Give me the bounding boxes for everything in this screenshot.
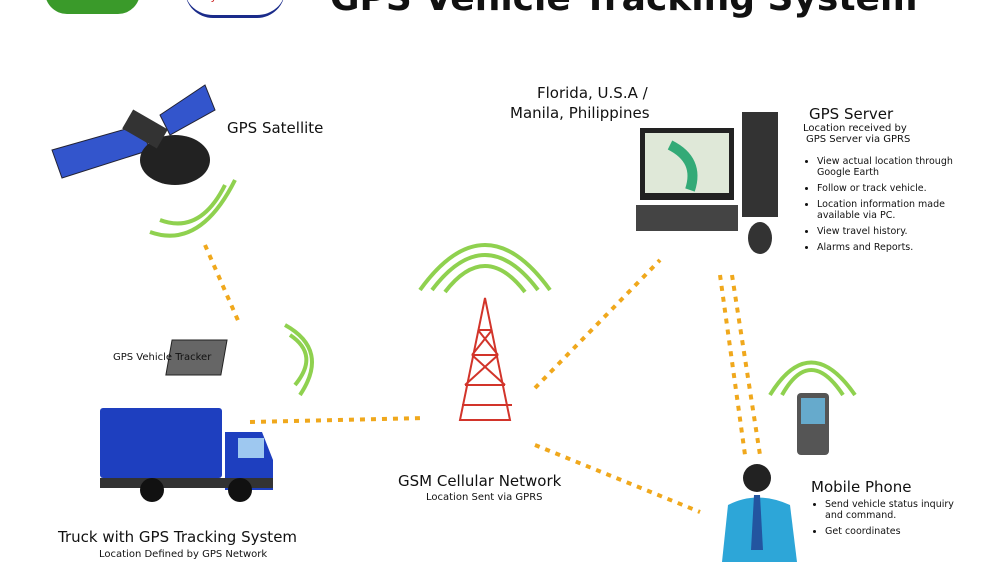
server-sub1: Location received by bbox=[803, 123, 907, 134]
tracker-label: GPS Vehicle Tracker bbox=[113, 352, 212, 363]
mobile-feature: Get coordinates bbox=[825, 526, 971, 538]
server-feature: Follow or track vehicle. bbox=[817, 183, 973, 195]
cell-tower-icon bbox=[458, 297, 512, 421]
location-line2: Manila, Philippines bbox=[510, 104, 650, 122]
gsm-label: GSM Cellular Network bbox=[398, 472, 562, 490]
server-feature: Location information made available via … bbox=[817, 199, 973, 222]
link-satellite-tracker bbox=[203, 244, 242, 326]
link-truck-tower bbox=[249, 416, 426, 424]
mobile-feature: Send vehicle status inquiry and command. bbox=[825, 499, 971, 522]
logo-left bbox=[45, 0, 140, 14]
gsm-sublabel: Location Sent via GPRS bbox=[426, 492, 543, 503]
link-server-mobile bbox=[718, 274, 747, 456]
server-info: GPS Server Location received by GPS Serv… bbox=[803, 105, 973, 258]
server-sub2: GPS Server via GPRS bbox=[806, 134, 911, 145]
computer-icon bbox=[636, 112, 778, 254]
person-icon bbox=[722, 464, 797, 562]
truck-icon bbox=[100, 408, 273, 502]
server-feature: View actual location through Google Eart… bbox=[817, 156, 973, 179]
location-line1: Florida, U.S.A / bbox=[537, 84, 648, 102]
mobile-info: Mobile Phone Send vehicle status inquiry… bbox=[811, 478, 971, 543]
page-title: GPS Vehicle Tracking System bbox=[330, 0, 917, 19]
truck-label: Truck with GPS Tracking System bbox=[58, 528, 298, 546]
gps-tracker-device-icon bbox=[165, 339, 228, 376]
server-feature: Alarms and Reports. bbox=[817, 242, 973, 254]
mobile-label: Mobile Phone bbox=[811, 478, 912, 496]
server-label: GPS Server bbox=[809, 105, 894, 123]
link-tower-server bbox=[533, 258, 662, 390]
satellite-icon bbox=[51, 84, 216, 185]
link-tower-mobile bbox=[534, 443, 701, 514]
signal-waves-icon bbox=[149, 179, 857, 397]
truck-sublabel: Location Defined by GPS Network bbox=[99, 549, 268, 560]
mobile-phone-icon bbox=[797, 393, 829, 455]
satellite-label: GPS Satellite bbox=[227, 119, 324, 137]
logo-eye-tracker: eye tracker bbox=[185, 0, 285, 18]
server-feature: View travel history. bbox=[817, 226, 973, 238]
